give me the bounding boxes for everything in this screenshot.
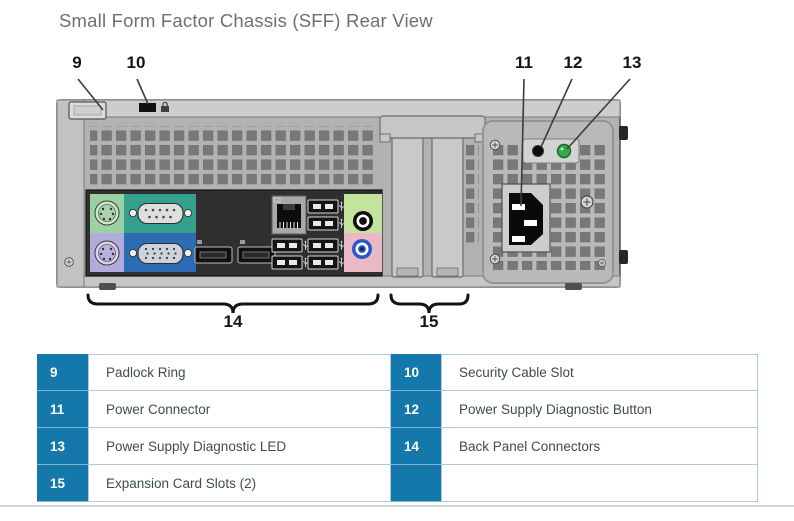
table-row: 15 Expansion Card Slots (2) (37, 465, 758, 502)
table-row: 9 Padlock Ring 10 Security Cable Slot (37, 354, 758, 391)
brace-15 (389, 293, 470, 314)
padlock-ring (68, 101, 107, 120)
screw-icon (64, 257, 74, 267)
vent-grid (90, 126, 374, 188)
legend-number-cell: 12 (391, 391, 441, 428)
brace-14 (86, 293, 380, 314)
expansion-card-slots (379, 115, 486, 278)
displayport-2 (237, 240, 276, 264)
chassis-rear-view-illustration (56, 78, 631, 314)
line-in-jack (352, 239, 372, 259)
screw-icon (580, 195, 594, 209)
screw-icon (489, 139, 501, 151)
vent-column (466, 141, 479, 245)
legend-number-cell: 13 (37, 428, 88, 465)
callout-14: 14 (223, 312, 243, 331)
legend-number-cell: 11 (37, 391, 88, 428)
table-row: 13 Power Supply Diagnostic LED 14 Back P… (37, 428, 758, 465)
usb-port (307, 199, 345, 214)
page-title: Small Form Factor Chassis (SFF) Rear Vie… (59, 10, 433, 31)
page-divider (0, 505, 794, 507)
callout-13: 13 (622, 53, 642, 72)
usb-port (307, 238, 345, 253)
serial-port (128, 202, 193, 225)
callout-15: 15 (419, 312, 439, 331)
screw-icon (598, 259, 606, 267)
legend-table: 9 Padlock Ring 10 Security Cable Slot 11… (37, 354, 758, 502)
usb-port (307, 255, 345, 270)
chassis-left-frame (56, 99, 85, 288)
callout-leader-lines (77, 78, 631, 207)
table-row: 11 Power Connector 12 Power Supply Diagn… (37, 391, 758, 428)
usb-port (271, 238, 309, 253)
line-out-jack (353, 211, 373, 231)
callout-10: 10 (126, 53, 146, 72)
ps2-keyboard-port (94, 200, 120, 226)
expansion-slot-1 (391, 131, 424, 278)
vga-port (128, 242, 193, 265)
displayport-1 (194, 240, 233, 264)
legend-number-cell: 10 (391, 354, 441, 391)
chassis-tabs (99, 126, 628, 290)
legend-label-cell: Expansion Card Slots (2) (88, 465, 391, 502)
legend-label-cell: Power Connector (88, 391, 391, 428)
callout-12: 12 (563, 53, 583, 72)
usb-port (307, 216, 345, 231)
legend-number-cell: 15 (37, 465, 88, 502)
legend-label-cell: Padlock Ring (88, 354, 391, 391)
ethernet-port (271, 195, 307, 235)
ps2-mouse-port (94, 240, 120, 266)
callout-9: 9 (72, 53, 82, 72)
legend-number-cell: 14 (391, 428, 441, 465)
callout-braces (86, 293, 470, 314)
slot-retention-latch (379, 115, 486, 143)
power-supply (482, 120, 614, 284)
legend-number-cell (391, 465, 441, 502)
security-cable-slot (139, 101, 169, 112)
legend-label-cell (441, 465, 758, 502)
legend-label-cell: Back Panel Connectors (441, 428, 758, 465)
usb-port (271, 255, 309, 270)
power-connector (501, 183, 551, 253)
power-supply-diagnostic-button (532, 145, 544, 157)
callout-11: 11 (515, 53, 533, 72)
padlock-icon (161, 101, 169, 112)
legend-number-cell: 9 (37, 354, 88, 391)
back-panel-connectors (85, 189, 383, 277)
screw-icon (489, 253, 501, 265)
network-icon (273, 197, 281, 203)
legend-label-cell: Security Cable Slot (441, 354, 758, 391)
diagnostic-panel (522, 138, 580, 164)
legend-label-cell: Power Supply Diagnostic LED (88, 428, 391, 465)
legend-label-cell: Power Supply Diagnostic Button (441, 391, 758, 428)
expansion-slot-2 (431, 131, 464, 278)
